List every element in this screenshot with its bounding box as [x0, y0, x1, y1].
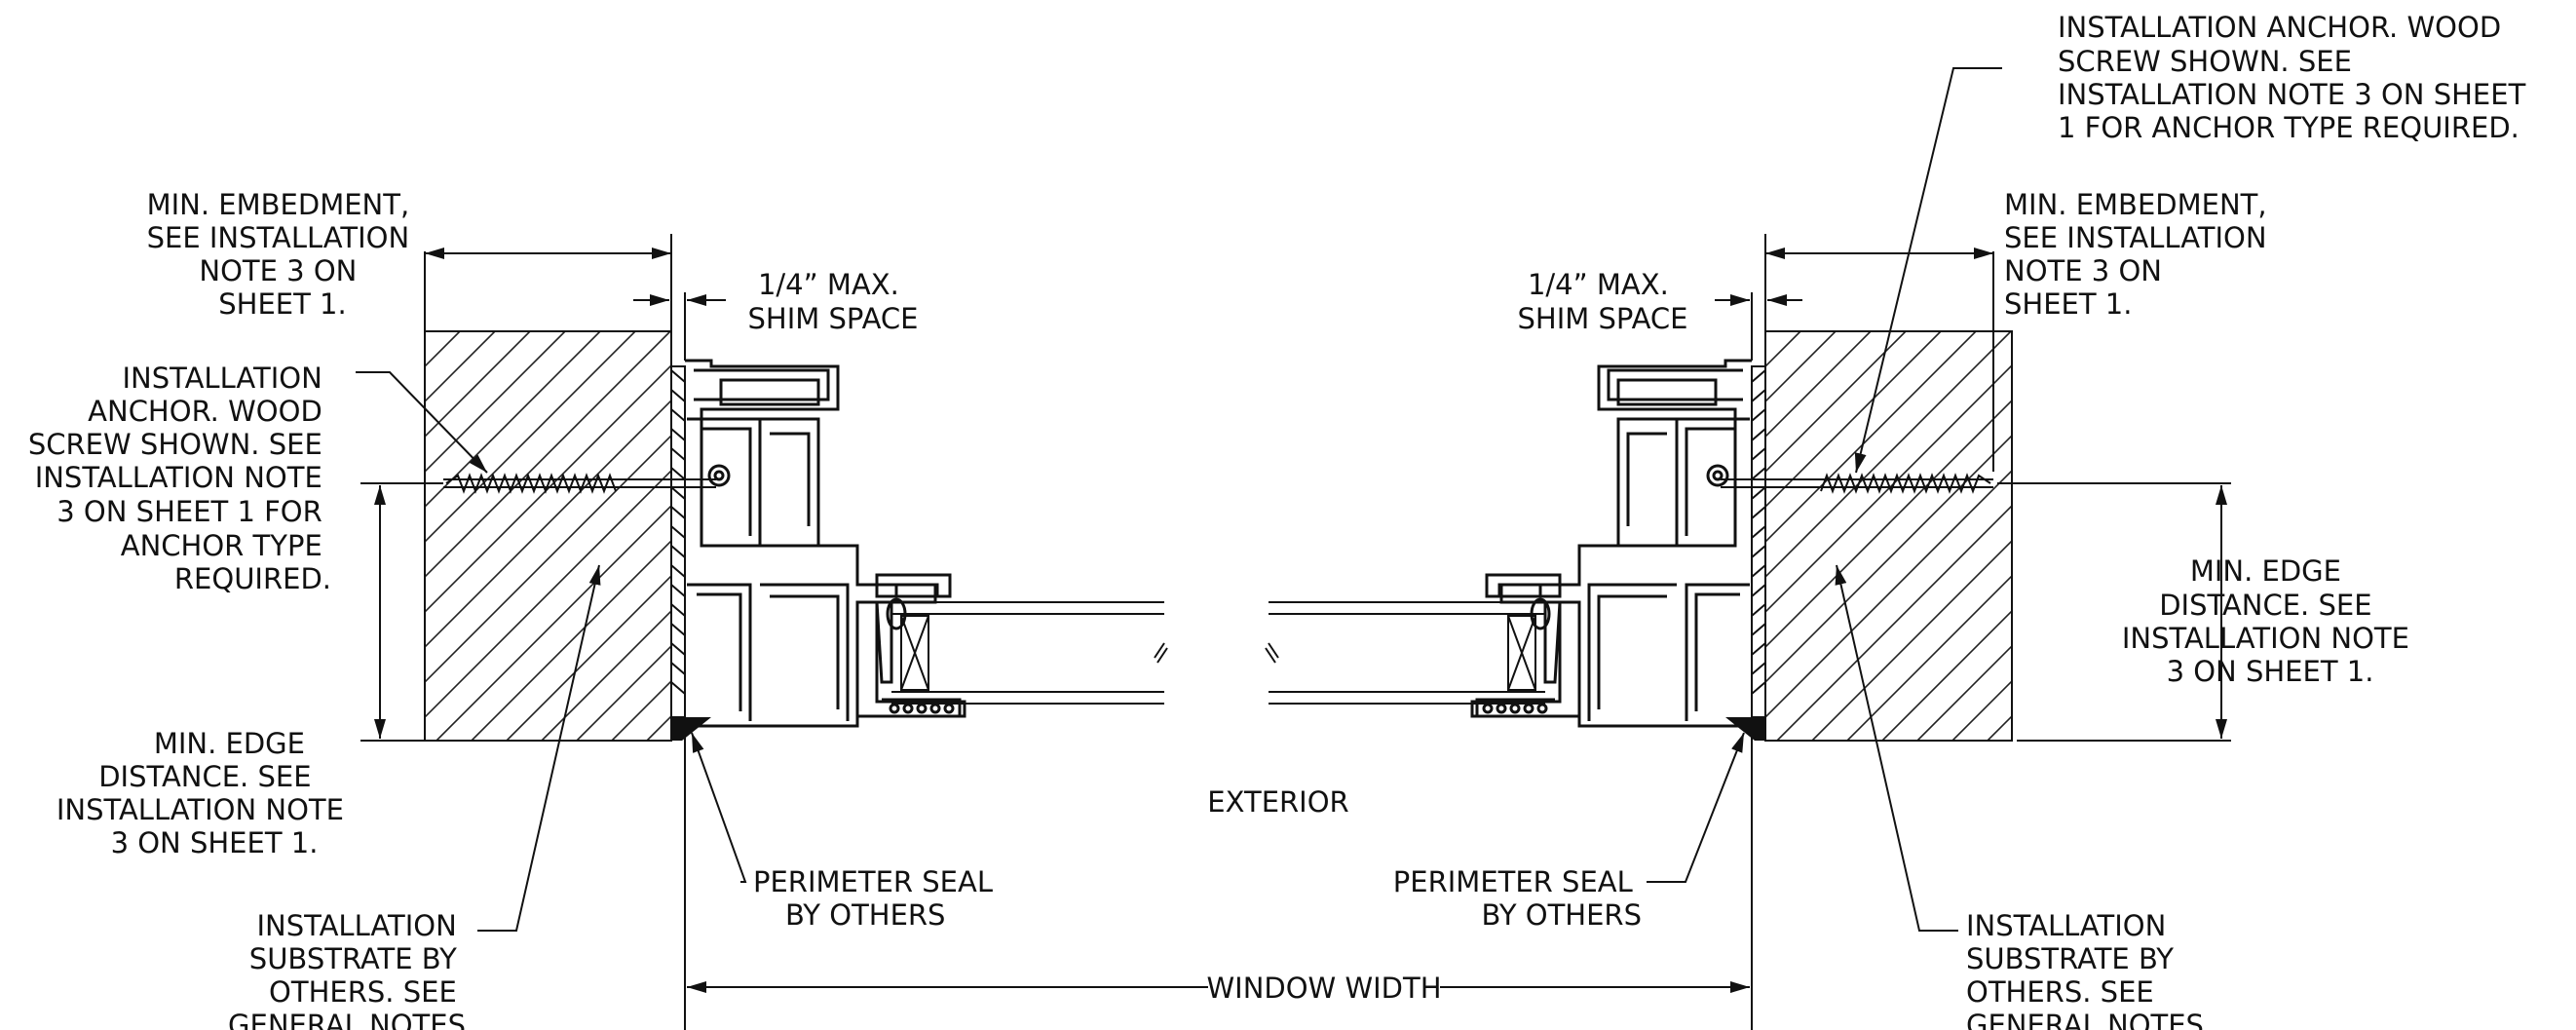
- hatch-line: [1846, 574, 2012, 741]
- label-window-width: WINDOW WIDTH: [1206, 972, 1441, 1005]
- hatch-line: [1068, 331, 1477, 741]
- hatch-line: [425, 399, 671, 649]
- hatch-line: [506, 574, 671, 741]
- hatch-line: [1765, 331, 1872, 439]
- hatch-line: [425, 331, 496, 403]
- hatch-line: [682, 331, 1091, 741]
- label-left-edge: MIN. EDGE DISTANCE. SEE INSTALLATION NOT…: [57, 727, 353, 859]
- hatch-line: [857, 331, 1267, 741]
- hatch-line: [646, 714, 671, 741]
- hatch-line: [1916, 644, 2012, 741]
- hatch-line: [541, 609, 671, 741]
- hatch-line: [425, 469, 671, 719]
- hatch-line: [998, 331, 1407, 741]
- label-right-embedment: MIN. EMBEDMENT, SEE INSTALLATION NOTE 3 …: [2004, 188, 2276, 321]
- label-right-substrate: INSTALLATION SUBSTRATE BY OTHERS. SEE GE…: [1966, 909, 2204, 1030]
- hatch-line: [425, 331, 531, 439]
- hatch-line: [717, 331, 1126, 741]
- dimension-lines: [360, 234, 2231, 1030]
- hatch-line: [425, 331, 601, 509]
- right-shim-strip: [1725, 365, 1766, 741]
- hatch-line: [963, 331, 1372, 741]
- hatch-line: [1765, 331, 1801, 368]
- hatch-line: [1811, 539, 2012, 741]
- hatch-line: [425, 331, 566, 474]
- hatch-line: [2408, 331, 2576, 741]
- hatch-line: [1765, 331, 2012, 579]
- hatch-line: [425, 434, 671, 684]
- hatch-line: [822, 331, 1231, 741]
- right-substrate-block: [1764, 330, 2576, 742]
- hatch-line: [2373, 331, 2576, 741]
- hatch-line: [425, 363, 671, 614]
- hatch-line: [1765, 331, 1977, 544]
- left-glass-unit: [891, 601, 1168, 705]
- label-left-substrate: INSTALLATION SUBSTRATE BY OTHERS. SEE GE…: [228, 909, 466, 1030]
- left-anchor-screw: [443, 473, 716, 494]
- label-exterior: EXTERIOR: [1207, 785, 1348, 819]
- hatch-line: [752, 331, 1161, 741]
- hatch-line: [1881, 609, 2012, 741]
- label-left-seal: PERIMETER SEAL BY OTHERS: [753, 865, 1002, 932]
- right-glass-unit: [1265, 601, 1545, 705]
- hatch-line: [1776, 504, 2012, 741]
- hatch-line: [1765, 363, 2012, 614]
- hatch-line: [576, 644, 671, 741]
- right-anchor-screw: [1721, 473, 1993, 494]
- label-right-edge: MIN. EDGE DISTANCE. SEE INSTALLATION NOT…: [2122, 554, 2418, 688]
- hatch-line: [471, 539, 671, 741]
- hatch-line: [928, 331, 1337, 741]
- hatch-line: [425, 331, 636, 544]
- label-right-anchor: INSTALLATION ANCHOR. WOOD SCREW SHOWN. S…: [2058, 11, 2535, 144]
- label-right-seal: PERIMETER SEAL BY OTHERS: [1393, 865, 1642, 932]
- hatch-line: [1765, 331, 1837, 403]
- hatch-line: [1765, 331, 1942, 509]
- label-left-shim: 1/4” MAX. SHIM SPACE: [748, 268, 919, 335]
- hatch-line: [1765, 469, 2012, 719]
- label-left-anchor: INSTALLATION ANCHOR. WOOD SCREW SHOWN. S…: [28, 362, 331, 595]
- label-right-shim: 1/4” MAX. SHIM SPACE: [1518, 268, 1688, 335]
- hatch-line: [892, 331, 1302, 741]
- hatch-line: [1765, 331, 1907, 474]
- hatch-line: [436, 504, 671, 741]
- right-window-frame: [1470, 359, 1752, 728]
- hatch-line: [425, 331, 671, 579]
- hatch-line: [1765, 434, 2012, 684]
- label-left-embedment: MIN. EMBEDMENT, SEE INSTALLATION NOTE 3 …: [147, 188, 419, 321]
- leader-lines: [356, 67, 2002, 932]
- hatch-line: [1033, 331, 1442, 741]
- hatch-line: [1765, 399, 2012, 649]
- left-window-frame: [685, 359, 966, 728]
- left-shim-strip: [670, 365, 711, 741]
- hatch-line: [2338, 331, 2576, 741]
